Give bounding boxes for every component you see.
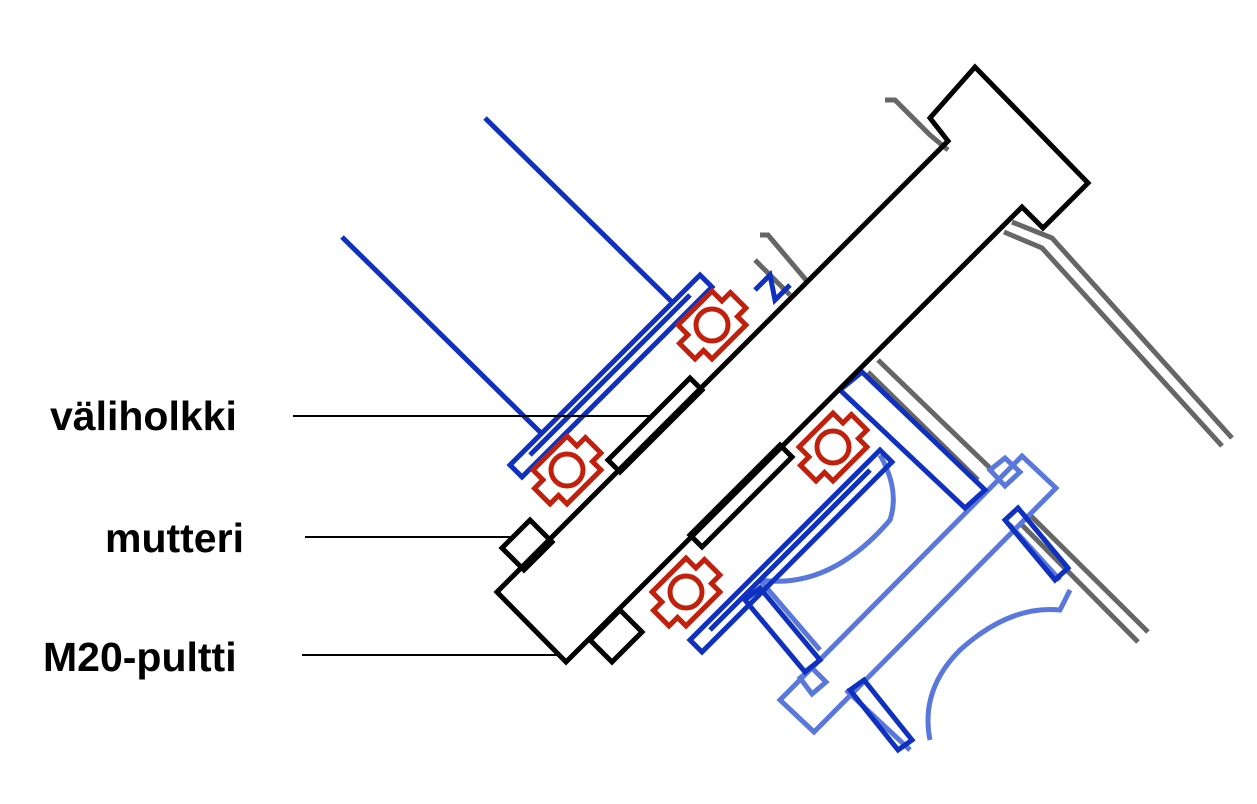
label-bolt: M20-pultti [43,634,237,680]
flange-assembly [758,452,1073,752]
spacer-sleeves [604,374,796,551]
nut-upper [498,516,556,574]
nuts [498,516,646,666]
bearing-3 [795,409,871,485]
bearing-4 [648,554,724,630]
label-spacer: väliholkki [50,393,237,439]
m20-bolt [493,63,1092,666]
bearing-1 [674,287,750,363]
label-nut: mutteri [105,515,244,561]
bearings [529,287,871,630]
bearing-2 [529,432,605,508]
spacer-tubes [340,116,1072,754]
nut-lower [586,606,646,666]
leader-lines [293,415,650,656]
frame-parts [753,97,1234,644]
